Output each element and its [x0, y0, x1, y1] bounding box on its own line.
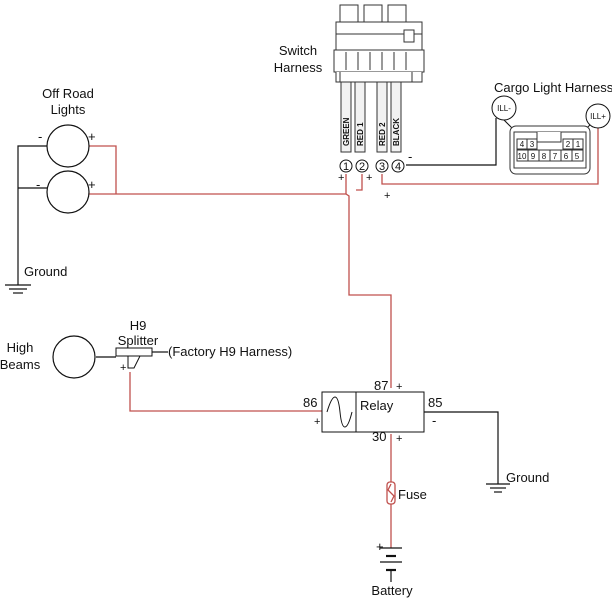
cargo-pin-7: 7: [553, 152, 558, 161]
switch-harness-label-1: Switch: [279, 43, 317, 58]
relay-87-plus: +: [396, 381, 402, 393]
terminal-2: [355, 159, 369, 173]
light1-minus: -: [38, 129, 42, 144]
relay-85-minus: -: [432, 413, 436, 428]
relay-coil-symbol: [326, 396, 353, 428]
terminal-4-label: 4: [395, 161, 401, 173]
relay-30-plus: +: [396, 433, 402, 445]
ill-minus-label: ILL-: [497, 104, 511, 113]
pin3-plus: +: [384, 190, 390, 202]
fuse: [386, 481, 396, 505]
factory-h9-label: (Factory H9 Harness): [168, 344, 292, 359]
ill-plus-label: ILL+: [590, 112, 606, 121]
high-beams-label-1: High: [7, 340, 34, 355]
h9-label-2: Splitter: [118, 333, 159, 348]
hot-wires: [88, 128, 599, 548]
wire-pin3-positive: [381, 128, 599, 185]
battery-label: Battery: [371, 583, 413, 598]
cargo-pin-5: 5: [575, 152, 580, 161]
off-road-light-2: [46, 170, 90, 214]
pin4-minus: -: [408, 149, 412, 164]
h9-splitter: [115, 347, 153, 369]
light1-plus: +: [88, 129, 96, 144]
ground-wires: [17, 118, 499, 582]
cargo-pin-9: 9: [531, 152, 536, 161]
pin2-plus: +: [366, 172, 372, 184]
wire-label-black: BLACK: [392, 118, 401, 146]
ground-symbol-top: [5, 284, 31, 294]
terminal-2-label: 2: [359, 161, 365, 173]
light2-minus: -: [36, 177, 40, 192]
high-beams-label-2: Beams: [0, 357, 41, 372]
cargo-pin-1: 1: [576, 140, 581, 149]
light2-plus: +: [88, 177, 96, 192]
wire-light1-positive: [88, 145, 117, 194]
fuse-label: Fuse: [398, 487, 427, 502]
wire-pin4-negative: [406, 118, 497, 166]
h9-label-1: H9: [130, 318, 147, 333]
terminal-3-label: 3: [379, 161, 385, 173]
ground-label-top: Ground: [24, 264, 67, 279]
switch-harness-connector: [333, 4, 425, 153]
cargo-pin-10: 10: [518, 152, 527, 161]
relay-pin-87: 87: [374, 378, 388, 393]
cargo-pin-2: 2: [566, 140, 571, 149]
high-beam-light: [52, 335, 96, 379]
relay: [321, 391, 425, 433]
wire-relay85-ground: [424, 411, 499, 484]
wire-label-green: GREEN: [342, 117, 351, 146]
cargo-pin-8: 8: [542, 152, 547, 161]
cargo-pin-4: 4: [520, 140, 525, 149]
wire-pin2: [356, 174, 363, 191]
off-road-label-2: Lights: [51, 102, 86, 117]
relay-label: Relay: [360, 398, 394, 413]
relay-pin-85: 85: [428, 395, 442, 410]
relay-86-plus: +: [314, 416, 320, 428]
cargo-harness-label: Cargo Light Harness: [494, 80, 612, 95]
terminal-1: [339, 159, 353, 173]
ground-symbol-bottom: [486, 483, 510, 493]
terminal-4: [391, 159, 405, 173]
wire-label-red2: RED 2: [378, 122, 387, 146]
cargo-pin-6: 6: [564, 152, 569, 161]
relay-pin-86: 86: [303, 395, 317, 410]
off-road-label-1: Off Road: [42, 86, 94, 101]
pin1-plus: +: [338, 172, 344, 184]
cargo-connector: [509, 125, 591, 175]
relay-pin-30: 30: [372, 429, 386, 444]
wire-label-red1: RED 1: [356, 122, 365, 146]
ill-plus-terminal: [585, 103, 611, 129]
wire-h9-to-86: [129, 372, 322, 412]
ground-label-bottom: Ground: [506, 470, 549, 485]
terminals: [339, 159, 405, 173]
terminal-3: [375, 159, 389, 173]
h9-plus: +: [120, 362, 126, 374]
cargo-pin-3: 3: [530, 140, 535, 149]
switch-harness-label-2: Harness: [274, 60, 323, 75]
wire-light1-negative: [17, 145, 47, 285]
battery: [380, 547, 402, 572]
battery-plus: +: [376, 539, 384, 554]
wire-to-relay-87: [345, 193, 392, 388]
terminal-1-label: 1: [343, 161, 349, 173]
off-road-light-1: [46, 124, 90, 168]
